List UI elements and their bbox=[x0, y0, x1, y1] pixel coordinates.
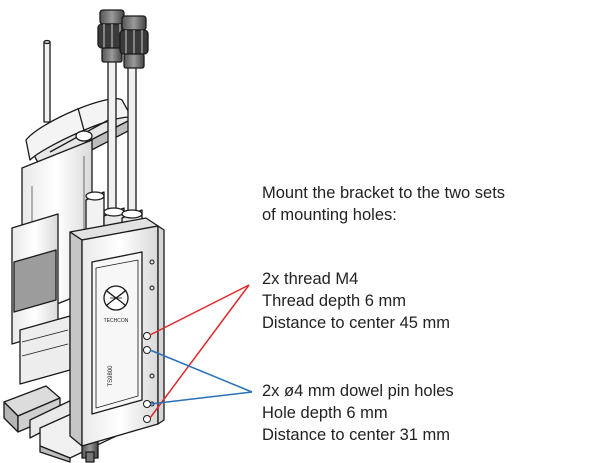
intro-line-2: of mounting holes: bbox=[262, 206, 397, 224]
model-label: TS9800 bbox=[108, 365, 114, 387]
dowel-spec-line-2: Hole depth 6 mm bbox=[262, 404, 388, 422]
dowel-spec: 2x ø4 mm dowel pin holes Hole depth 6 mm… bbox=[262, 380, 454, 446]
mounting-side-plate bbox=[157, 225, 165, 425]
techcon-logo-icon bbox=[103, 285, 129, 311]
thread-spec-line-2: Thread depth 6 mm bbox=[262, 292, 406, 310]
thread-spec-line-1: 2x thread M4 bbox=[262, 270, 359, 288]
thread-hole-upper bbox=[143, 332, 151, 340]
m8-connector-left bbox=[97, 9, 127, 63]
dowel-hole-upper bbox=[143, 346, 151, 354]
lower-coupler bbox=[11, 213, 71, 385]
mounting-holes bbox=[143, 332, 151, 423]
dispensing-valve-illustration bbox=[3, 9, 165, 463]
dowel-hole-lower bbox=[143, 400, 151, 408]
brand-label: TECHCON bbox=[104, 318, 129, 324]
dowel-spec-line-1: 2x ø4 mm dowel pin holes bbox=[262, 382, 454, 400]
thread-hole-lower bbox=[143, 415, 151, 423]
thread-spec: 2x thread M4 Thread depth 6 mm Distance … bbox=[262, 268, 450, 334]
m8-connector-right bbox=[119, 15, 149, 69]
intro-text: Mount the bracket to the two sets of mou… bbox=[262, 182, 505, 226]
intro-line-1: Mount the bracket to the two sets bbox=[262, 184, 506, 202]
valve-body-block bbox=[69, 217, 159, 447]
dowel-leader-lines bbox=[149, 349, 253, 405]
top-rod bbox=[43, 39, 51, 123]
dowel-spec-line-3: Distance to center 31 mm bbox=[262, 426, 450, 444]
thread-spec-line-3: Distance to center 45 mm bbox=[262, 314, 450, 332]
thread-leader-lines bbox=[149, 284, 250, 419]
